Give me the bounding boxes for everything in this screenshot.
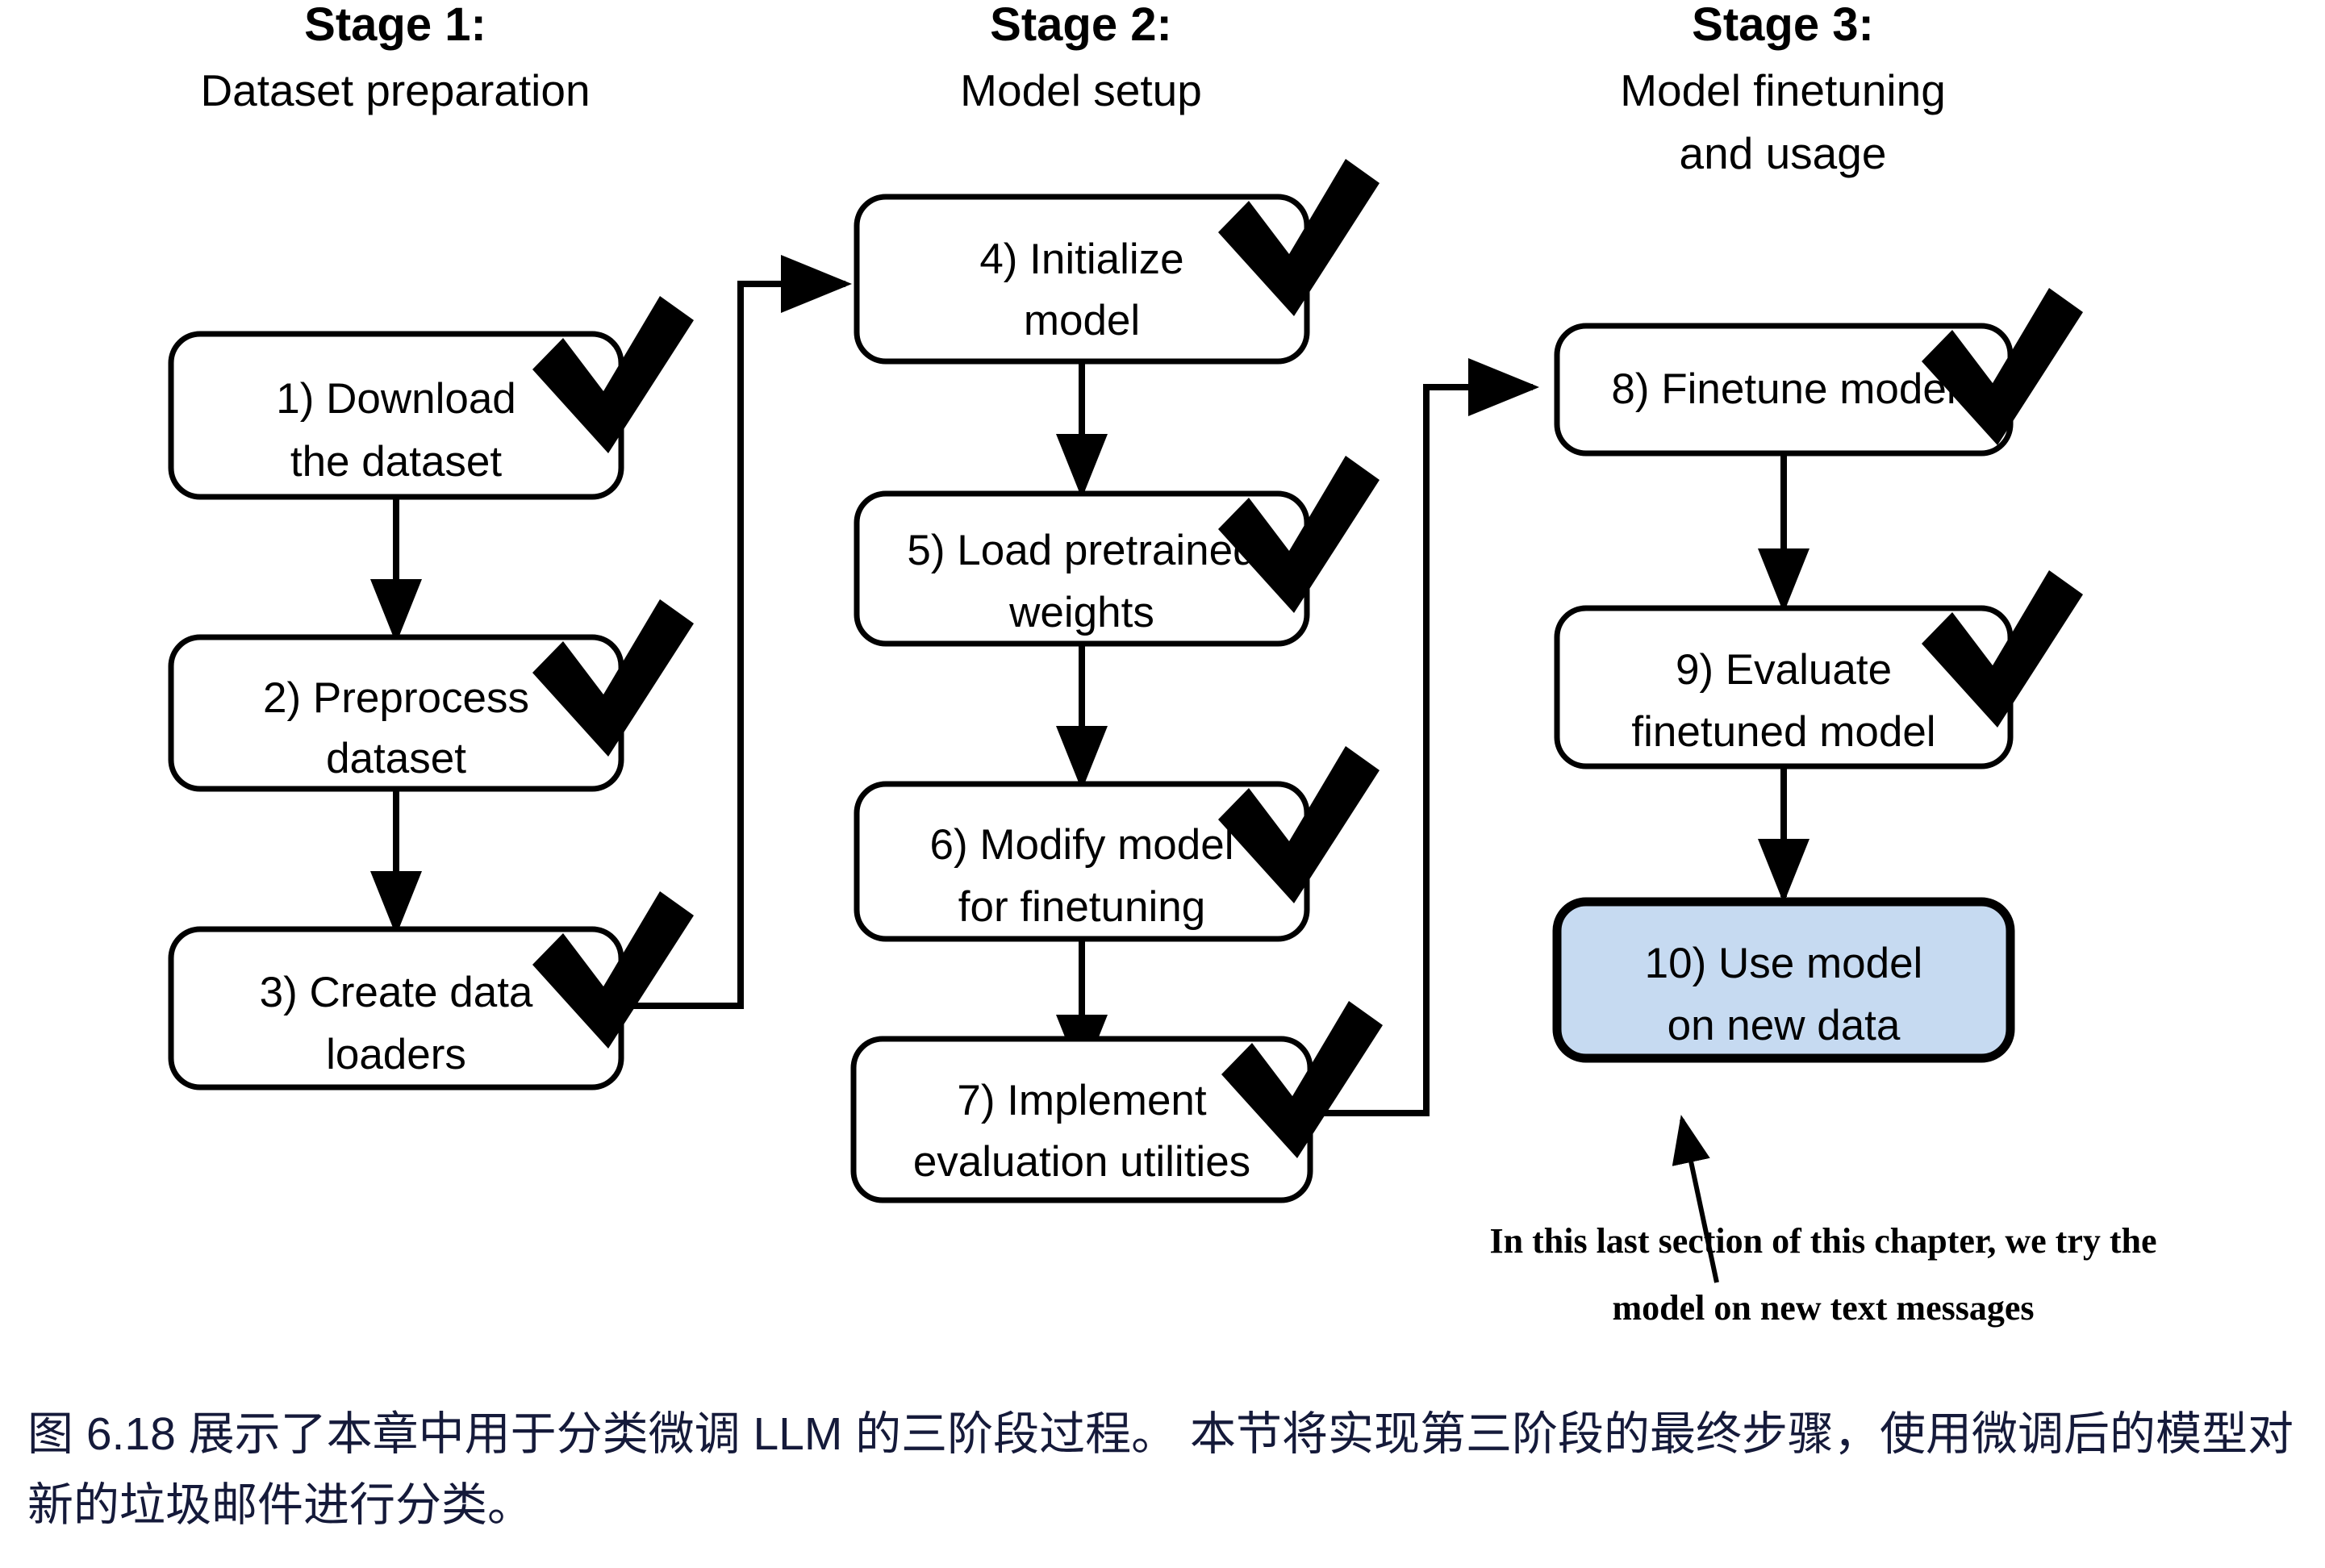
checkmark-icon-2	[532, 599, 694, 757]
stage-3-title: Stage 3:	[1692, 0, 1874, 51]
step-7-label-line-2: evaluation utilities	[913, 1138, 1250, 1186]
step-3-label-line-2: loaders	[326, 1031, 466, 1078]
step-4-label-line-2: model	[1024, 297, 1140, 344]
stage-1-title: Stage 1:	[304, 0, 486, 51]
step-4-label-line-1: 4) Initialize	[979, 236, 1183, 283]
step-box-3[interactable]: 3) Create data loaders	[168, 926, 624, 1091]
checkmark-icon-5	[1218, 456, 1380, 613]
stage-2-title: Stage 2:	[990, 0, 1172, 51]
figure-caption: 图 6.18 展示了本章中用于分类微调 LLM 的三阶段过程。 本节将实现第三阶…	[27, 1408, 2294, 1531]
checkmark-icon-8	[1922, 288, 2083, 445]
step-box-4[interactable]: 4) Initialize model	[854, 194, 1310, 365]
annotation-line-2: model on new text messages	[1612, 1288, 2034, 1328]
stage-1-subtitle: Dataset preparation	[200, 65, 590, 115]
step-8-label-line-1: 8) Finetune model	[1611, 365, 1956, 413]
checkmark-icon-9	[1922, 570, 2083, 728]
step-box-9[interactable]: 9) Evaluate finetuned model	[1554, 605, 2014, 769]
step-5-label-line-1: 5) Load pretrained	[907, 527, 1256, 574]
step-9-label-line-2: finetuned model	[1631, 708, 1935, 756]
connector-step7-to-step8	[1310, 358, 1539, 1116]
checkmark-icon-4	[1218, 159, 1380, 316]
step-3-label-line-1: 3) Create data	[260, 969, 533, 1016]
step-10-label-line-2: on new data	[1668, 1002, 1901, 1049]
step-box-10[interactable]: 10) Use model on new data	[1552, 897, 2015, 1063]
checkmark-icon-6	[1218, 746, 1380, 903]
figure-diagram: Stage 1: Dataset preparation Stage 2: Mo…	[168, 0, 2157, 1328]
step-2-label-line-2: dataset	[326, 735, 466, 782]
step-9-label-line-1: 9) Evaluate	[1676, 646, 1892, 694]
step-6-label-line-2: for finetuning	[958, 883, 1205, 931]
step-box-7[interactable]: 7) Implement evaluation utilities	[850, 1036, 1313, 1203]
step-10-label-line-1: 10) Use model	[1645, 940, 1923, 987]
annotation-arrow	[1672, 1115, 1719, 1283]
checkmark-icon-7	[1221, 1001, 1383, 1158]
annotation-line-1: In this last section of this chapter, we…	[1490, 1221, 2157, 1261]
step-1-label-line-1: 1) Download	[276, 375, 516, 423]
connector-step3-to-step4	[621, 255, 852, 1009]
step-1-label-line-2: the dataset	[290, 438, 503, 486]
stage-2-subtitle: Model setup	[960, 65, 1202, 115]
checkmark-icon-3	[532, 891, 694, 1049]
step-5-label-line-2: weights	[1008, 589, 1154, 636]
stage-3-subtitle-line-1: Model finetuning	[1620, 65, 1946, 115]
step-2-label-line-1: 2) Preprocess	[263, 674, 529, 722]
checkmark-icon-1	[532, 296, 694, 453]
step-6-label-line-1: 6) Modify model	[929, 821, 1233, 869]
stage-3-subtitle-line-2: and usage	[1680, 128, 1887, 178]
step-7-label-line-1: 7) Implement	[957, 1077, 1207, 1124]
